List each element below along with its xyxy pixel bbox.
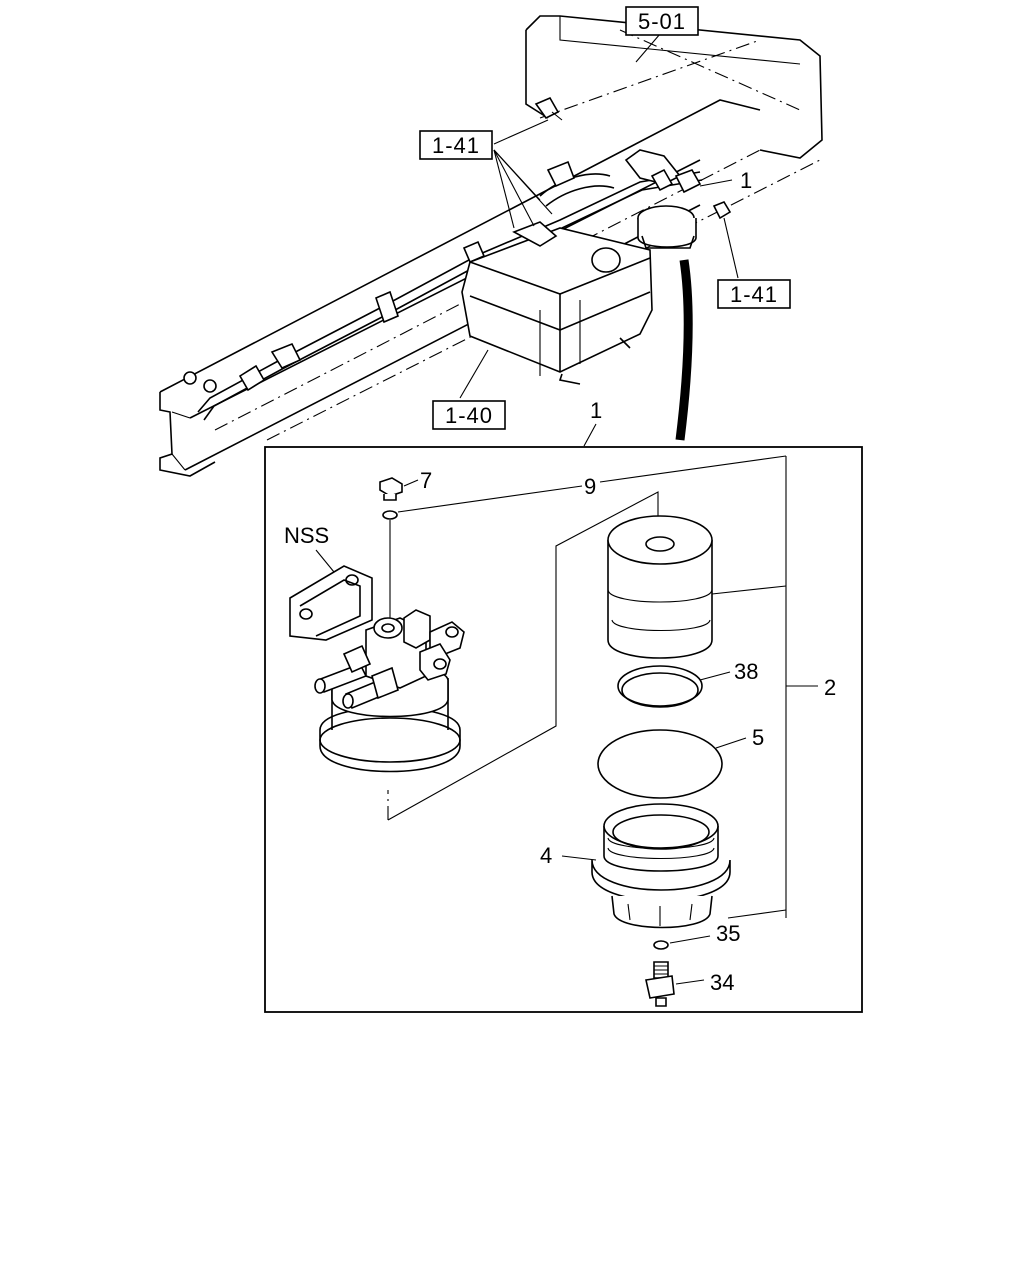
callout-1-top: 1: [740, 168, 752, 193]
group-bracket-2: 2: [599, 455, 836, 919]
part-9-o-ring: 9: [382, 474, 596, 628]
callout-nss: NSS: [284, 523, 329, 548]
reference-box-1-41-top: 1-41: [419, 130, 493, 160]
callout-5: 5: [752, 725, 764, 750]
callout-38: 38: [734, 659, 758, 684]
callout-34: 34: [710, 970, 734, 995]
callout-9: 9: [584, 474, 596, 499]
callout-4: 4: [540, 843, 552, 868]
ref-5-01-label: 5-01: [638, 9, 686, 34]
part-4-bowl: 4: [540, 803, 731, 929]
part-34-water-sensor: 34: [645, 961, 734, 1007]
fuel-lines: [183, 96, 703, 421]
part-7-bleeder-screw: 7: [379, 468, 432, 501]
filter-element: [607, 515, 713, 659]
filter-head-nss: NSS: [284, 523, 465, 773]
part-5-gasket: 5: [597, 725, 764, 799]
ref-1-40-label: 1-40: [445, 403, 493, 428]
callout-35: 35: [716, 921, 740, 946]
reference-box-1-41-right: 1-41: [717, 279, 791, 309]
filter-assembly-mounted: [624, 149, 739, 441]
reference-box-5-01: 5-01: [625, 6, 699, 36]
fuel-tank: [459, 221, 653, 399]
part-35-o-ring: 35: [653, 921, 740, 950]
ref-1-41-leaders: [493, 119, 553, 229]
detail-frame: [264, 446, 863, 1013]
explode-guides: [387, 491, 659, 821]
reference-box-1-40: 1-40: [432, 400, 506, 430]
callout-7: 7: [420, 468, 432, 493]
part-38-ring: 38: [617, 659, 758, 708]
callout-1-assembly: 1: [590, 398, 602, 423]
ref-1-41-right-label: 1-41: [730, 282, 778, 307]
ref-1-41-top-label: 1-41: [432, 133, 480, 158]
callout-2: 2: [824, 675, 836, 700]
